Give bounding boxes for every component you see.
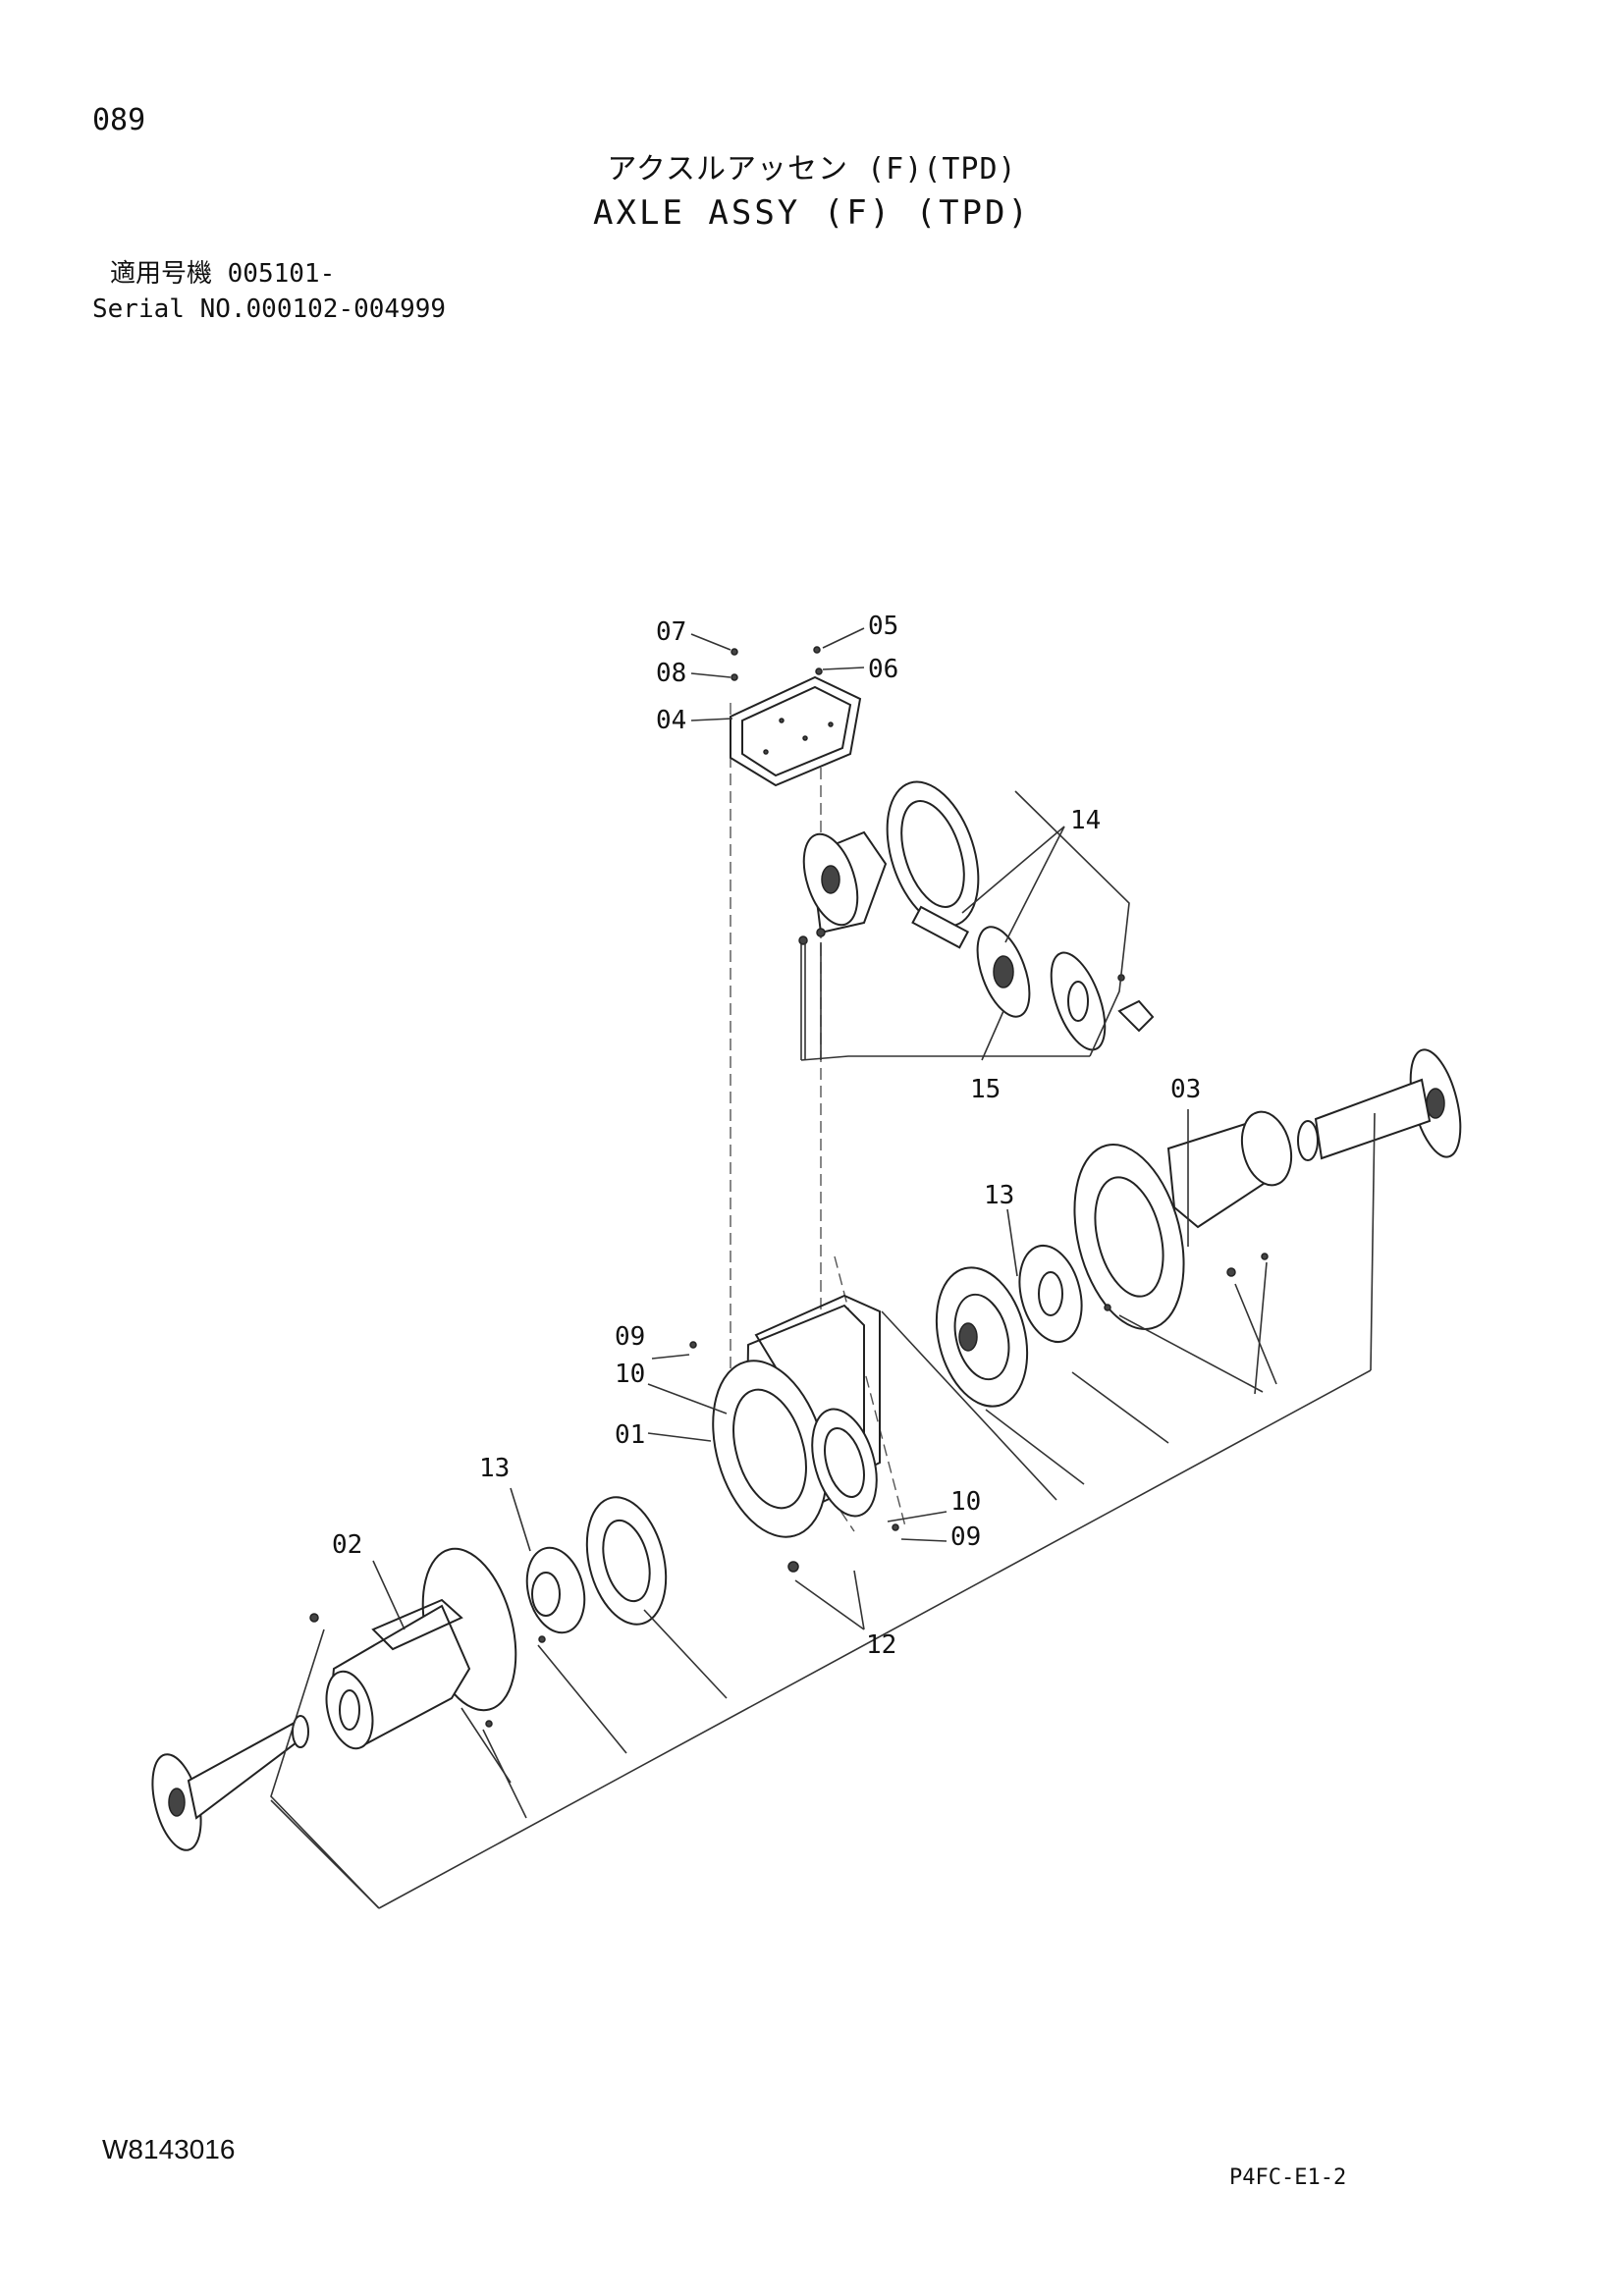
left-brake-assembly bbox=[525, 1496, 668, 1634]
callout-13-left: 13 bbox=[479, 1454, 510, 1483]
callout-06: 06 bbox=[868, 655, 898, 684]
callout-14: 14 bbox=[1070, 806, 1101, 835]
drawing-number: W8143016 bbox=[102, 2134, 236, 2164]
callout-10-upper: 10 bbox=[615, 1360, 645, 1389]
callout-13-right: 13 bbox=[984, 1181, 1014, 1210]
sheet-code: P4FC-E1-2 bbox=[1229, 2165, 1347, 2190]
title-english: AXLE ASSY (F) (TPD) bbox=[593, 193, 1031, 233]
callout-09-lower: 09 bbox=[950, 1522, 981, 1552]
callout-04: 04 bbox=[656, 706, 686, 735]
right-axle-housing-03 bbox=[1073, 1110, 1293, 1330]
callout-15: 15 bbox=[970, 1075, 1001, 1104]
left-axle-housing-02 bbox=[309, 1547, 546, 1750]
leader-lines bbox=[270, 627, 1376, 1909]
callout-08: 08 bbox=[656, 659, 686, 688]
callout-03: 03 bbox=[1170, 1075, 1201, 1104]
callout-12: 12 bbox=[866, 1630, 896, 1660]
callout-labels: 07 08 04 05 06 14 15 03 13 09 10 01 10 0… bbox=[332, 612, 1201, 1660]
serial-range-english: Serial NO.000102-004999 bbox=[92, 294, 447, 324]
center-housing-01 bbox=[689, 1294, 899, 1573]
callout-01: 01 bbox=[615, 1420, 645, 1450]
title-japanese: アクスルアッセン (F)(TPD) bbox=[607, 152, 1017, 187]
left-axle-shaft bbox=[151, 1715, 309, 1851]
page-number: 089 bbox=[92, 103, 146, 137]
callout-10-lower: 10 bbox=[950, 1487, 981, 1517]
callout-07: 07 bbox=[656, 617, 686, 647]
serial-range-japanese: 適用号機 005101- bbox=[110, 259, 336, 289]
callout-05: 05 bbox=[868, 612, 898, 641]
callout-02: 02 bbox=[332, 1530, 362, 1560]
right-axle-shaft bbox=[1261, 1048, 1462, 1260]
differential-assembly bbox=[798, 780, 1155, 1051]
cover-plate-04 bbox=[730, 646, 862, 787]
callout-09-upper: 09 bbox=[615, 1322, 645, 1352]
right-brake-assembly bbox=[935, 1244, 1083, 1408]
